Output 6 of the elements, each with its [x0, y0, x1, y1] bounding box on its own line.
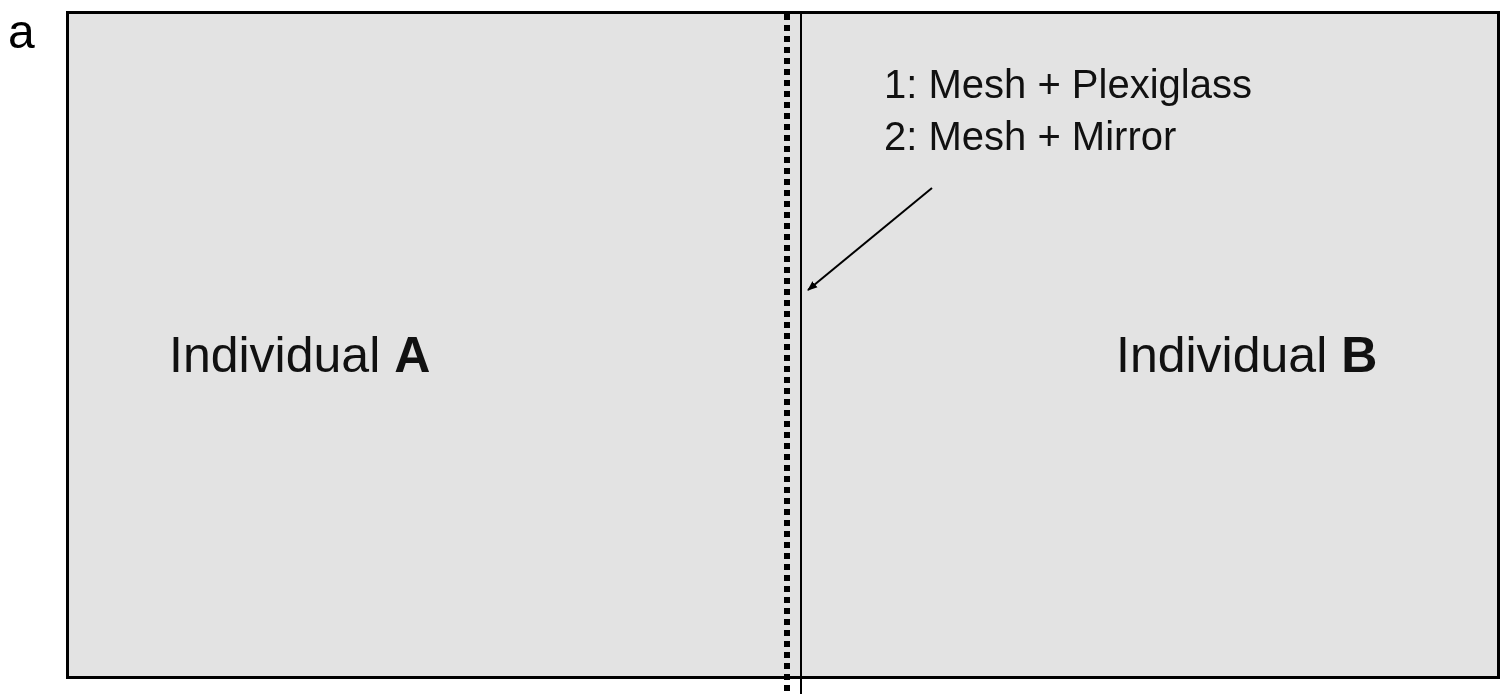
compartment-label: Individual B [1116, 326, 1378, 384]
compartment-label: Individual A [169, 326, 431, 384]
callout-text: 1: Mesh + Plexiglass [884, 62, 1252, 107]
panel-letter: a [8, 4, 35, 59]
leader-arrow [807, 187, 933, 291]
callout-text: 2: Mesh + Mirror [884, 114, 1177, 159]
